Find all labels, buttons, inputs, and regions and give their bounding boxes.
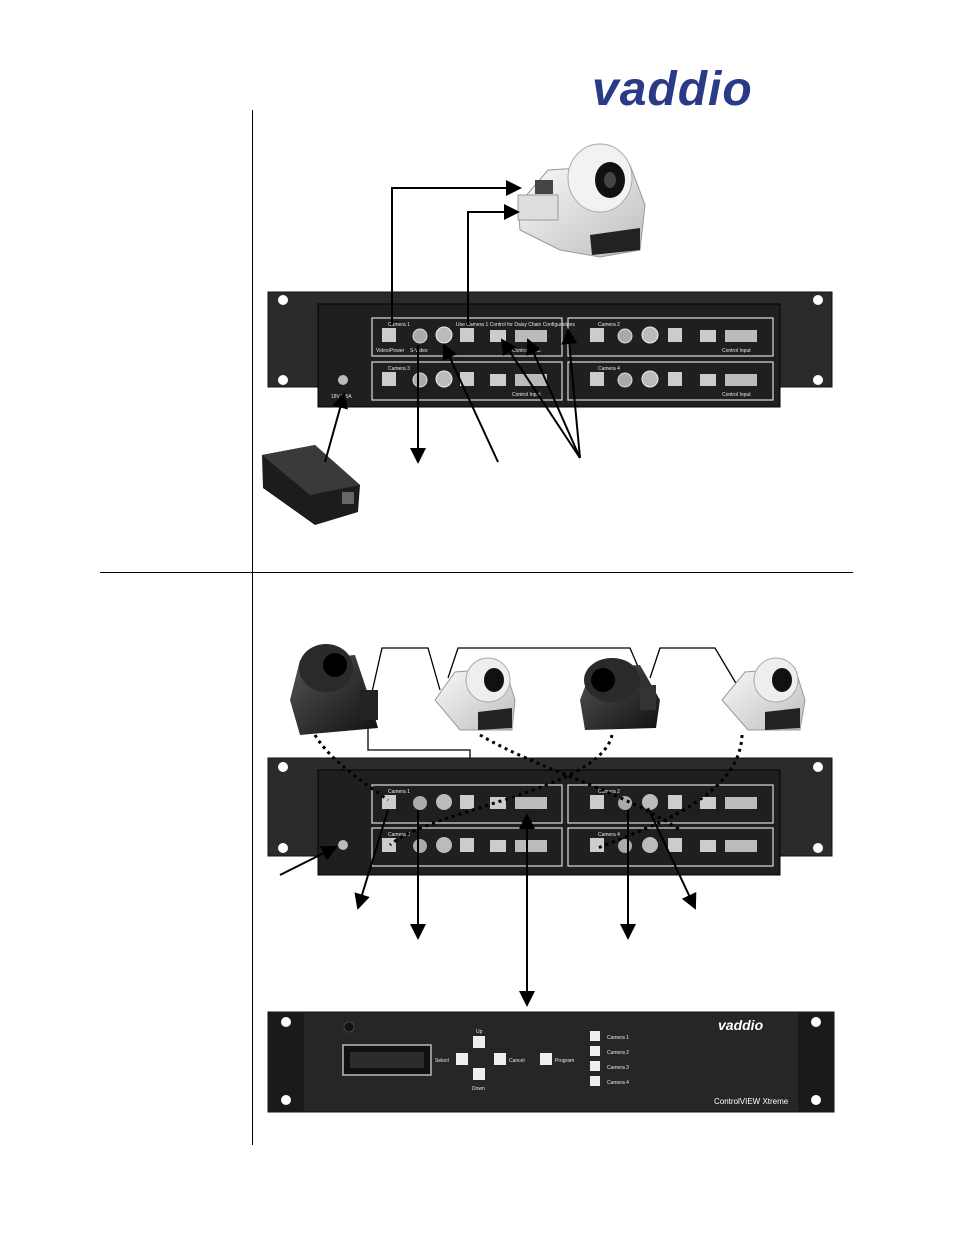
ptz-camera-white [517, 143, 646, 258]
camera-button-label: Camera 2 [607, 1050, 629, 1056]
power-arrow [279, 846, 338, 876]
control-input-label: Control Input [512, 348, 541, 354]
channel-label: Camera 3 [388, 366, 410, 372]
daisy-chain-note: Use Camera 1 Control for Daisy Chain Con… [456, 322, 575, 328]
control-input-label: Control Input [722, 348, 751, 354]
cable-video-power [391, 180, 522, 325]
port-label: Video/Power [376, 348, 405, 354]
cable-control [467, 204, 520, 325]
control-input-arrow [561, 328, 581, 459]
program-button [540, 1053, 552, 1065]
camera-2-button [590, 1046, 600, 1056]
ptz-camera-white [721, 657, 806, 731]
dotted-cables [313, 733, 744, 850]
channel-label: Camera 4 [598, 366, 620, 372]
up-label: Up [476, 1029, 483, 1035]
control-input-arrow [526, 338, 581, 459]
camera-button-label: Camera 3 [607, 1065, 629, 1071]
cancel-button [494, 1053, 506, 1065]
control-input-label: Control Input [722, 392, 751, 398]
down-label: Down [472, 1086, 485, 1092]
output-arrow [647, 807, 697, 910]
channel-label: Camera 2 [598, 322, 620, 328]
controlview-xtreme-controller: Up Down Select Cancel Program Camera 1 C… [267, 1011, 835, 1113]
select-label: Select [435, 1058, 450, 1064]
channel-label: Camera 1 [388, 789, 410, 795]
cancel-label: Cancel [509, 1058, 525, 1064]
ptz-camera-black [290, 644, 378, 735]
comp-video-out-arrow [442, 343, 499, 463]
power-supply [262, 445, 360, 525]
channel-label: Camera 4 [598, 832, 620, 838]
controller-logo: vaddio [718, 1017, 764, 1033]
rack-panel-bottom: Camera 1 Camera 2 Camera 3 Camera 4 [267, 757, 833, 876]
camera-button-label: Camera 1 [607, 1035, 629, 1041]
ptz-camera-black [580, 658, 660, 730]
camera-button-label: Camera 4 [607, 1080, 629, 1086]
control-input-label: Control Input [512, 392, 541, 398]
select-button [456, 1053, 468, 1065]
camera-1-button [590, 1031, 600, 1041]
camera-4-button [590, 1076, 600, 1086]
output-arrow [354, 809, 389, 910]
ptz-camera-white [434, 657, 516, 731]
channel-label: Camera 1 [388, 322, 410, 328]
channel-label: Camera 3 [388, 832, 410, 838]
vaddio-logo: vaddio [592, 63, 753, 116]
up-button [473, 1036, 485, 1048]
down-button [473, 1068, 485, 1080]
rack-panel-top: Camera 1 Camera 2 Camera 3 Camera 4 Use … [267, 291, 833, 408]
program-label: Program [555, 1058, 574, 1064]
camera-3-button [590, 1061, 600, 1071]
power-arrow [324, 392, 348, 463]
section-divider [100, 572, 853, 573]
vertical-divider [252, 110, 253, 1145]
controller-model: ControlVIEW Xtreme [714, 1097, 789, 1106]
control-input-arrow [500, 338, 581, 459]
